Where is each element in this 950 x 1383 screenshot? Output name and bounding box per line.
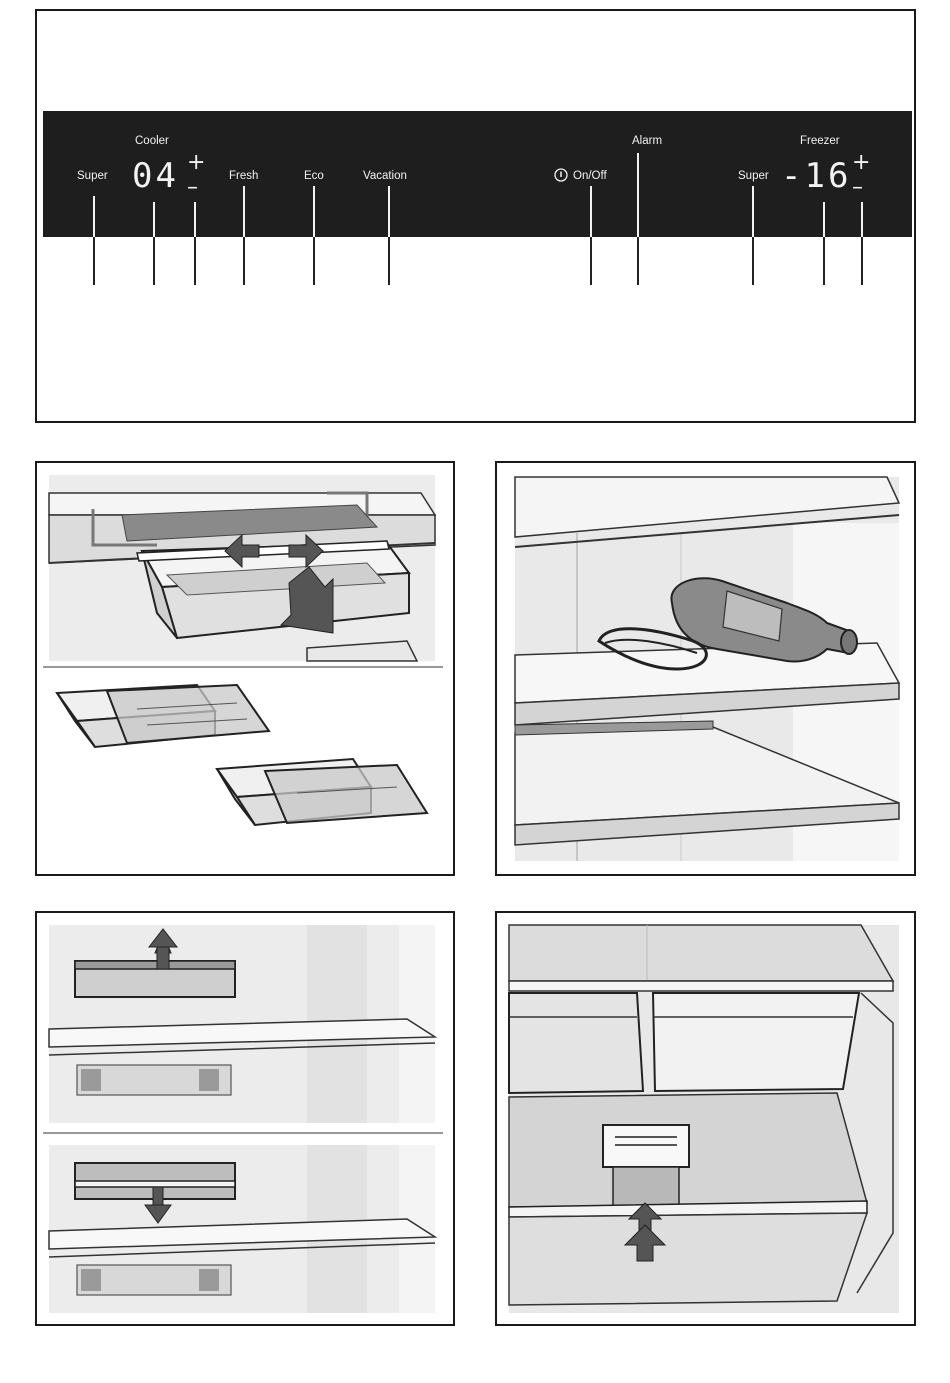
vacation-button[interactable]: Vacation	[363, 170, 407, 182]
leader-line	[313, 237, 315, 285]
leader-line	[861, 237, 863, 285]
leader-line	[637, 237, 639, 285]
leader-line	[194, 237, 196, 285]
leader-line	[752, 237, 754, 285]
leader-line	[153, 237, 155, 285]
cooler-title: Cooler	[135, 135, 169, 147]
super-freezer-button[interactable]: Super	[738, 170, 769, 182]
fresh-button[interactable]: Fresh	[229, 170, 258, 182]
leader-line	[388, 237, 390, 285]
control-panel: Cooler Super 04 + – Fresh Eco Vacation O…	[43, 111, 912, 237]
wine-shelf-figure	[495, 461, 916, 876]
drawer-removal-figure	[35, 461, 455, 876]
cooler-temperature-display: 04	[132, 159, 179, 193]
cooler-plus-button[interactable]: +	[187, 152, 205, 174]
on-off-button[interactable]: On/Off	[573, 170, 607, 182]
drawer-removal-illustration	[37, 463, 453, 874]
freezer-title: Freezer	[800, 135, 840, 147]
super-cooler-button[interactable]: Super	[77, 170, 108, 182]
wine-shelf-illustration	[497, 463, 914, 874]
door-bin-illustration	[37, 913, 453, 1324]
freezer-temperature-display: -16	[781, 159, 851, 193]
drawer-divider-illustration	[497, 913, 914, 1324]
eco-button[interactable]: Eco	[304, 170, 324, 182]
drawer-divider-figure	[495, 911, 916, 1326]
freezer-minus-button[interactable]: –	[852, 177, 863, 199]
leader-line	[93, 237, 95, 285]
door-bin-figure	[35, 911, 455, 1326]
leader-line	[823, 237, 825, 285]
freezer-plus-button[interactable]: +	[852, 152, 870, 174]
cooler-minus-button[interactable]: –	[187, 177, 198, 199]
alarm-button[interactable]: Alarm	[632, 135, 662, 147]
leader-line	[243, 237, 245, 285]
power-icon	[554, 168, 568, 182]
leader-line	[590, 237, 592, 285]
